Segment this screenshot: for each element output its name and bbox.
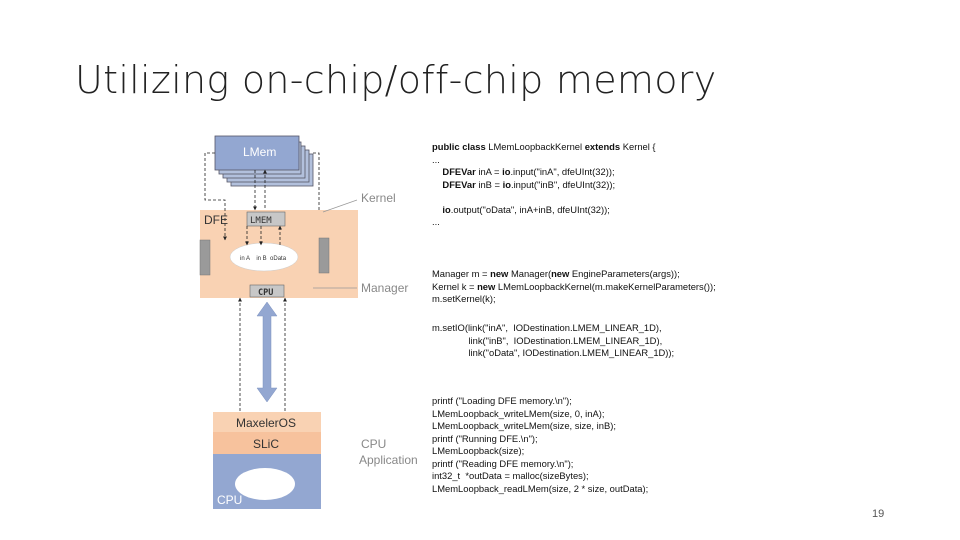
code-line: LMemLoopback(size);: [432, 445, 525, 456]
code-line: printf ("Loading DFE memory.\n");: [432, 395, 572, 406]
code-line: Kernel k = new LMemLoopbackKernel(m.make…: [432, 280, 716, 292]
cpu-app-label-1: CPU: [361, 437, 386, 451]
code-line: link("inB", IODestination.LMEM_LINEAR_1D…: [432, 334, 663, 346]
code-line: int32_t *outData = malloc(sizeBytes);: [432, 470, 589, 481]
lmem-block: [246, 211, 286, 227]
code-line: ...: [432, 153, 440, 165]
code-line: LMemLoopback_readLMem(size, 2 * size, ou…: [432, 482, 649, 494]
code-line: DFEVar inB = io.input("inB", dfeUInt(32)…: [442, 178, 616, 190]
lmem-card-front: [214, 135, 300, 171]
manager-code: Manager m = new Manager(new EngineParame…: [432, 268, 716, 306]
stream-labels: in A in B oData: [240, 256, 287, 262]
slide-title: Utilizing on-chip/off-chip memory: [75, 58, 717, 102]
cpu-code: printf ("Loading DFE memory.\n");LMemLoo…: [432, 395, 648, 495]
dfe-right-bar: [318, 237, 330, 274]
dfe-left-bar: [199, 239, 211, 276]
slic-label: SLiC: [253, 437, 279, 451]
code-line: [432, 191, 656, 204]
cpu-bottom-label: CPU: [217, 493, 242, 507]
maxeleros-label: MaxelerOS: [236, 416, 296, 430]
code-line: ...: [432, 216, 440, 227]
pcie-arrow: [256, 301, 278, 403]
cpu-oval: [235, 468, 295, 500]
code-line: m.setIO(link("inA", IODestination.LMEM_L…: [432, 322, 662, 333]
code-line: Manager m = new Manager(new EngineParame…: [432, 268, 680, 279]
maxeleros-layer: [213, 412, 321, 432]
lmem-block-label: LMEM: [250, 216, 272, 226]
setio-code: m.setIO(link("inA", IODestination.LMEM_L…: [432, 322, 674, 360]
code-line: printf ("Running DFE.\n");: [432, 432, 538, 444]
code-line: m.setKernel(k);: [432, 293, 496, 304]
cpu-app-label-2: Application: [359, 453, 418, 467]
kernel-label: Kernel: [361, 191, 396, 205]
code-line: DFEVar inA = io.input("inA", dfeUInt(32)…: [442, 166, 615, 177]
kernel-oval: [229, 242, 299, 272]
dfe-label: DFE: [204, 213, 228, 227]
page-number: 19: [872, 508, 885, 520]
code-line: io.output("oData", inA+inB, dfeUInt(32))…: [442, 203, 610, 215]
slic-layer: [213, 432, 321, 454]
dfe-cpu-label: CPU: [258, 288, 273, 298]
lmem-label: LMem: [243, 145, 276, 159]
code-line: LMemLoopback_writeLMem(size, size, inB);: [432, 420, 616, 431]
code-line: link("oData", IODestination.LMEM_LINEAR_…: [432, 347, 675, 358]
code-line: LMemLoopback_writeLMem(size, 0, inA);: [432, 407, 605, 419]
code-line: printf ("Reading DFE memory.\n");: [432, 457, 574, 469]
dfe-cpu-block: [249, 284, 285, 298]
manager-label: Manager: [361, 281, 408, 295]
code-line: public class LMemLoopbackKernel extends …: [432, 141, 656, 152]
kernel-code: public class LMemLoopbackKernel extends …: [432, 141, 656, 229]
architecture-diagram: LMem Kernel DFE LMEM in A in B oData CPU…: [199, 135, 418, 509]
